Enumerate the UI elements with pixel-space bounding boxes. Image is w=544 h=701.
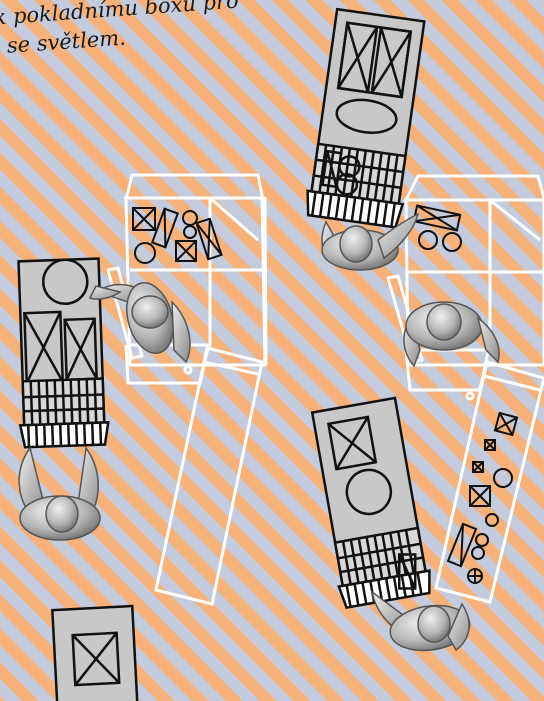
grocery-items <box>412 204 519 584</box>
shopper-icon <box>321 212 420 271</box>
shopper-icon <box>18 446 101 541</box>
shopper-icon <box>88 282 191 364</box>
conveyor-belt-icon <box>434 360 544 604</box>
shopping-cart-icon <box>51 604 140 701</box>
shopper-icon <box>403 301 500 368</box>
shopping-cart-icon <box>306 7 426 229</box>
shopper-icon <box>370 590 471 652</box>
conveyor-belt-icon <box>154 346 264 606</box>
shopping-cart-icon <box>310 396 431 609</box>
grocery-items <box>132 207 223 264</box>
shopping-cart-icon <box>17 257 110 449</box>
